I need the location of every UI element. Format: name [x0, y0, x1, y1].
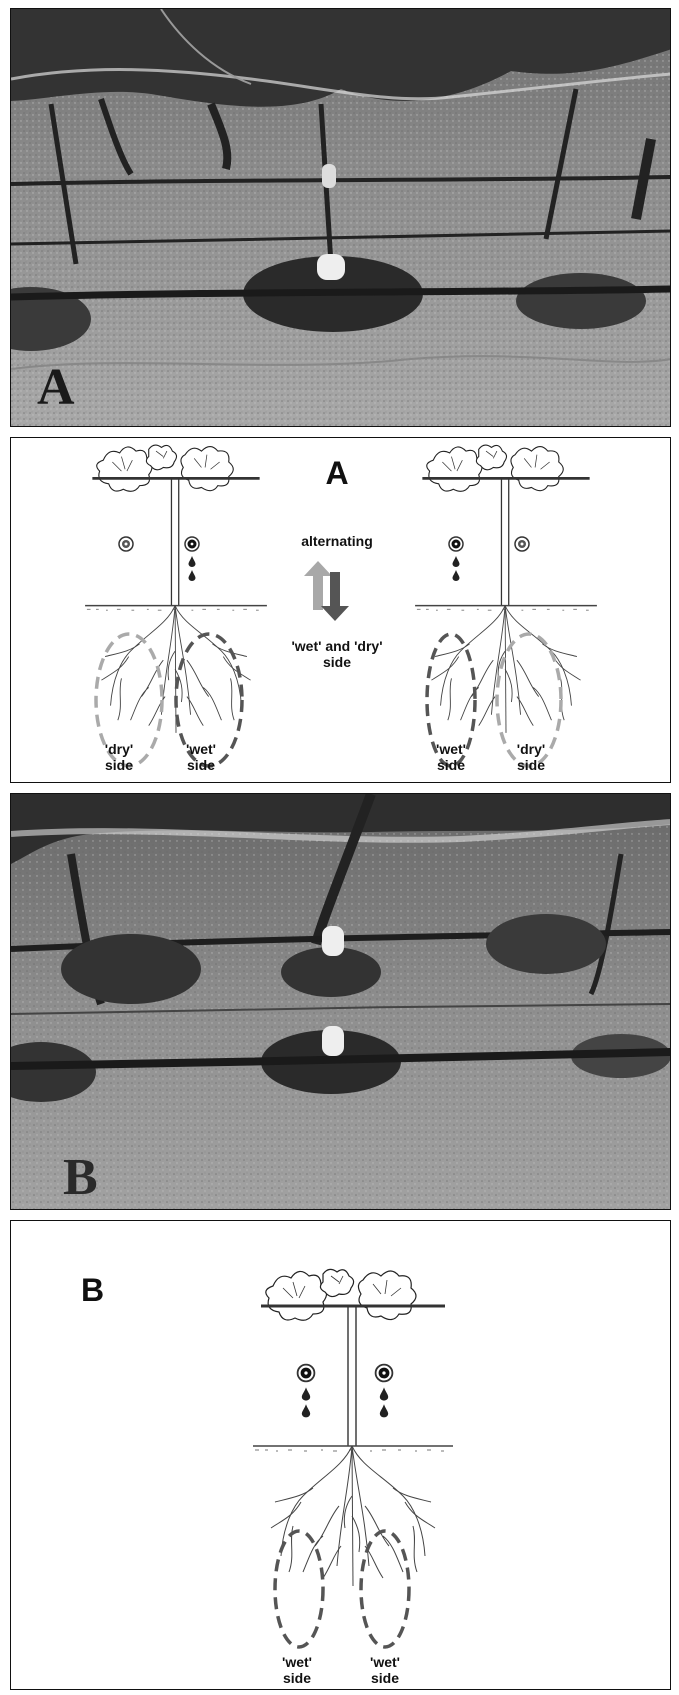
active-dripper-icon: [185, 537, 199, 581]
left-label-2: side: [283, 1670, 311, 1686]
active-dripper-icon: [298, 1365, 315, 1418]
inactive-dripper-icon: [119, 537, 133, 551]
left-plant-left-label-2: side: [105, 757, 133, 773]
wet-root-zone-outline: [361, 1531, 409, 1647]
inactive-dripper-icon: [515, 537, 529, 551]
vineyard-photo-a: A: [11, 9, 671, 427]
diagram-a-letter: A: [325, 455, 348, 491]
wet-and-dry-label-line2: side: [323, 654, 351, 670]
wet-root-zone-outline: [275, 1531, 323, 1647]
diagram-a-panel: 'dry' side 'wet' side A alternating 'wet…: [10, 437, 671, 783]
right-plant-left-label-1: 'wet': [436, 741, 466, 757]
vine-illustration: [253, 1269, 453, 1586]
left-vine-illustration: [85, 445, 267, 733]
left-plant-right-label-2: side: [187, 757, 215, 773]
alternating-arrows-icon: [304, 561, 349, 621]
diagram-a: 'dry' side 'wet' side A alternating 'wet…: [11, 438, 671, 783]
right-vine-illustration: [415, 445, 597, 733]
photo-a-panel: A: [10, 8, 671, 427]
right-plant-right-label-2: side: [517, 757, 545, 773]
active-dripper-icon: [376, 1365, 393, 1418]
right-plant-right-label-1: 'dry': [517, 741, 545, 757]
wet-and-dry-label-line1: 'wet' and 'dry': [291, 638, 382, 654]
active-dripper-icon: [449, 537, 463, 581]
left-plant-right-label-1: 'wet': [186, 741, 216, 757]
right-label-2: side: [371, 1670, 399, 1686]
vineyard-photo-b: B: [11, 794, 671, 1210]
photo-b-panel: B: [10, 793, 671, 1210]
diagram-b-panel: B 'wet' side 'wet' side: [10, 1220, 671, 1690]
left-label-1: 'wet': [282, 1654, 312, 1670]
photo-a-letter: A: [37, 359, 75, 416]
diagram-b-letter: B: [81, 1272, 104, 1308]
right-label-1: 'wet': [370, 1654, 400, 1670]
left-plant-left-label-1: 'dry': [105, 741, 133, 757]
alternating-label: alternating: [301, 533, 373, 549]
right-plant-left-label-2: side: [437, 757, 465, 773]
diagram-b: B 'wet' side 'wet' side: [11, 1221, 671, 1690]
photo-b-letter: B: [63, 1149, 98, 1206]
